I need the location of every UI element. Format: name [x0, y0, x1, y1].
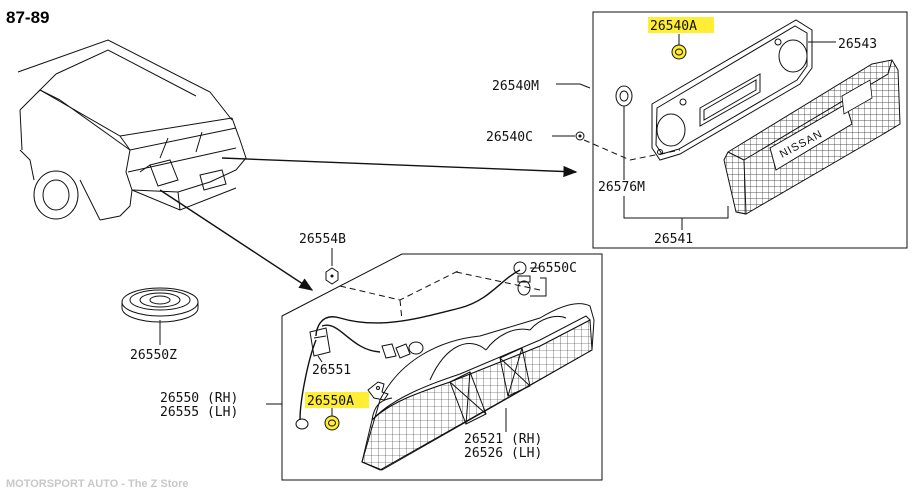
car-illustration: [17, 39, 247, 221]
clip-26576M: [615, 85, 633, 107]
label-26554B: 26554B: [299, 232, 346, 247]
label-26576M: 26576M: [598, 180, 645, 195]
lamp-assembly-box: [281, 253, 603, 481]
gasket-26543: [651, 19, 813, 161]
diagram-title: 87-89: [6, 8, 49, 27]
footer-watermark: MOTORSPORT AUTO - The Z Store: [6, 478, 189, 490]
label-26521-rh: 26521 (RH): [464, 432, 542, 447]
label-26550Z: 26550Z: [130, 348, 177, 363]
screw-26550A: [324, 415, 340, 431]
label-26540A-top: 26540A: [650, 19, 697, 34]
nut-26540C: [575, 131, 585, 141]
lamp-26521-26526: [361, 303, 595, 471]
nut-26554B: [325, 248, 339, 285]
label-26550A: 26550A: [307, 394, 354, 409]
label-26541: 26541: [654, 232, 693, 247]
label-26540C: 26540C: [486, 130, 533, 145]
screw-26540A: [671, 44, 687, 60]
arrow-to-lamp: [159, 189, 314, 291]
label-26550C: 26550C: [530, 261, 577, 276]
label-26551: 26551: [312, 363, 351, 378]
label-26526-lh: 26526 (LH): [464, 446, 542, 461]
finisher-26541: NISSAN: [723, 59, 901, 215]
harness-26551: [295, 261, 531, 430]
label-26555-lh: 26555 (LH): [160, 405, 238, 420]
socket-26550Z: [121, 287, 199, 345]
highlight-26540A-top: [648, 17, 714, 33]
bracket: [367, 381, 389, 401]
label-26543: 26543: [838, 37, 877, 52]
arrow-to-finisher: [221, 157, 578, 178]
label-26550-rh: 26550 (RH): [160, 391, 238, 406]
label-26540M: 26540M: [492, 79, 539, 94]
finisher-assembly-box: [592, 11, 908, 249]
highlight-26550A: [305, 392, 369, 408]
